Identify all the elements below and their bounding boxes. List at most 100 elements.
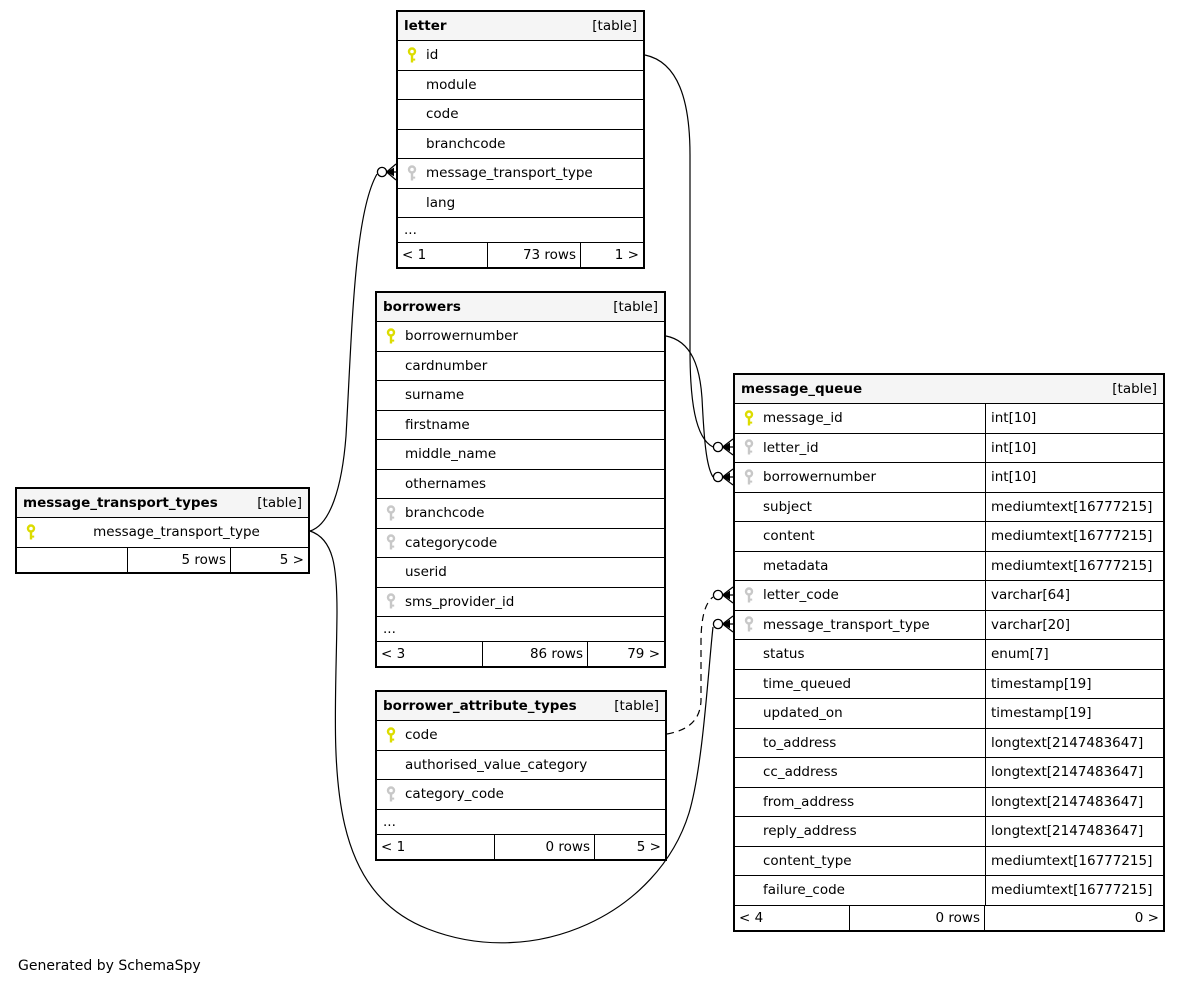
column-name: time_queued (763, 675, 852, 692)
column-name-cell: categorycode (377, 529, 664, 558)
column-name-cell: cardnumber (377, 352, 664, 381)
column-name: letter_code (763, 587, 839, 604)
column-row-module: module (398, 69, 643, 100)
column-name: userid (405, 564, 447, 581)
column-name-cell: failure_code (735, 876, 985, 905)
more-columns-row: ... (377, 808, 665, 834)
column-name-cell: message_transport_type (735, 611, 985, 640)
table-header[interactable]: borrower_attribute_types[table] (377, 692, 665, 720)
column-name: content_type (763, 852, 852, 869)
column-name-cell: userid (377, 558, 664, 587)
foreign-key-icon (744, 469, 754, 485)
column-name-cell: authorised_value_category (377, 751, 665, 780)
footer-in-degree: < 1 (381, 838, 406, 855)
table-borrowers[interactable]: borrowers[table]borrowernumber cardnumber… (375, 291, 666, 668)
footer-row-count: 86 rows (482, 642, 587, 666)
column-name: othernames (405, 475, 487, 492)
column-name-cell: message_id (735, 404, 985, 433)
column-name-cell: category_code (377, 780, 665, 809)
primary-key-icon (744, 410, 754, 426)
column-name: middle_name (405, 446, 497, 463)
column-name-cell: from_address (735, 788, 985, 817)
table-letter[interactable]: letter[table] id module code branchcode messa… (396, 10, 645, 269)
column-name: authorised_value_category (405, 756, 588, 773)
column-row-cc_address: cc_address longtext[2147483647] (735, 757, 1163, 787)
column-name-cell: letter_code (735, 581, 985, 610)
column-type: longtext[2147483647] (985, 787, 1163, 816)
column-type: varchar[64] (985, 581, 1163, 610)
footer-row-count: 73 rows (487, 243, 580, 267)
column-row-branchcode: branchcode (377, 498, 664, 528)
column-name: message_id (763, 410, 843, 427)
column-type: mediumtext[16777215] (985, 876, 1163, 905)
column-type: longtext[2147483647] (985, 817, 1163, 846)
column-name-cell: updated_on (735, 699, 985, 728)
column-name: borrowernumber (763, 469, 877, 486)
foreign-key-icon (407, 165, 417, 181)
column-name: id (426, 47, 439, 64)
table-message_transport_types[interactable]: message_transport_types[table]message_tr… (15, 487, 310, 574)
column-name-cell: module (398, 71, 643, 100)
column-name-cell: branchcode (377, 499, 664, 528)
column-row-id: id (398, 40, 643, 70)
column-name-cell: status (735, 640, 985, 669)
column-name-cell: cc_address (735, 758, 985, 787)
table-name: borrower_attribute_types (383, 698, 577, 714)
column-name: message_transport_type (426, 165, 593, 182)
column-name: cc_address (763, 764, 838, 781)
column-name-cell: content (735, 522, 985, 551)
column-name-cell: othernames (377, 470, 664, 499)
column-name-cell: branchcode (398, 130, 643, 159)
column-name: code (426, 106, 459, 123)
primary-key-icon (407, 47, 417, 63)
column-name: reply_address (763, 823, 857, 840)
column-name: updated_on (763, 705, 843, 722)
column-row-firstname: firstname (377, 409, 664, 440)
primary-key-icon (386, 727, 396, 743)
column-row-from_address: from_address longtext[2147483647] (735, 786, 1163, 817)
table-header[interactable]: message_queue[table] (735, 375, 1163, 403)
table-header[interactable]: letter[table] (398, 12, 643, 40)
column-type: mediumtext[16777215] (985, 492, 1163, 521)
column-name-cell: id (398, 41, 643, 70)
column-name: to_address (763, 734, 837, 751)
footer-out-degree: 79 > (587, 642, 664, 666)
foreign-key-icon (744, 587, 754, 603)
table-header[interactable]: borrowers[table] (377, 293, 664, 321)
column-name-cell: surname (377, 381, 664, 410)
column-row-letter_code: letter_code varchar[64] (735, 580, 1163, 610)
column-name-cell: time_queued (735, 670, 985, 699)
column-name: from_address (763, 793, 855, 810)
foreign-key-icon (386, 505, 396, 521)
generated-by-caption: Generated by SchemaSpy (18, 958, 201, 974)
table-header[interactable]: message_transport_types[table] (17, 489, 308, 517)
column-type: longtext[2147483647] (985, 758, 1163, 787)
column-name-cell: to_address (735, 729, 985, 758)
column-name-cell: content_type (735, 847, 985, 876)
column-row-message_transport_type: message_transport_type (17, 517, 308, 547)
column-row-sms_provider_id: sms_provider_id (377, 586, 664, 617)
column-name-cell: message_transport_type (398, 159, 643, 188)
footer-row-count: 0 rows (849, 905, 984, 930)
column-row-borrowernumber: borrowernumber (377, 321, 664, 351)
footer-out-degree: 5 > (594, 834, 665, 859)
column-row-reply_address: reply_address longtext[2147483647] (735, 816, 1163, 846)
column-name: cardnumber (405, 357, 488, 374)
footer-in-degree (17, 548, 127, 572)
column-name: branchcode (405, 505, 485, 522)
footer-in-degree: < 3 (381, 646, 406, 662)
column-name-cell: reply_address (735, 817, 985, 846)
column-type: int[10] (985, 404, 1163, 433)
column-type: timestamp[19] (985, 699, 1163, 728)
column-name-cell: middle_name (377, 440, 664, 469)
foreign-key-icon (744, 439, 754, 455)
